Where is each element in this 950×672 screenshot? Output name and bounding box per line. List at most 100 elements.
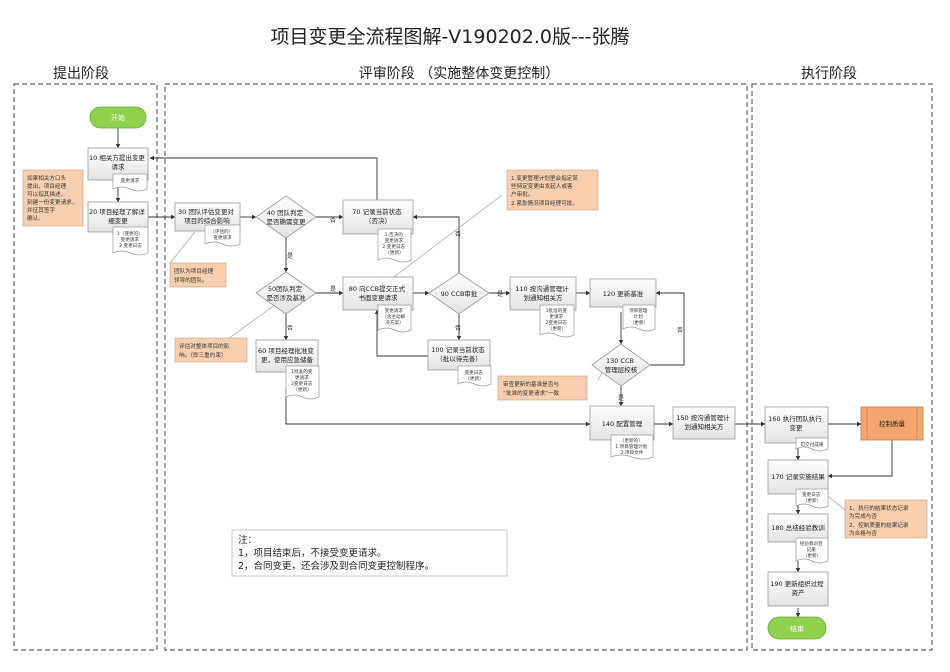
step-110-line-1: 110 按沟通管理计	[515, 284, 569, 293]
svg-text:项目管理 计划 （更新）: 项目管理 计划 （更新）	[629, 307, 649, 326]
step-170-line-1: 170 记录实施结果	[771, 472, 825, 481]
step-190: 190 更新组织过程 资产	[767, 571, 829, 607]
label-yes-40: 是	[287, 253, 293, 260]
note-50-line-2: 响。（即三重约束）	[179, 351, 227, 359]
lane-execute	[751, 83, 933, 651]
label-no-90-up: 否	[455, 231, 461, 238]
doc-80-line-3: 决方案）	[385, 319, 403, 326]
doc-170-line-1: 变更日志	[802, 491, 821, 498]
note-90-line-2: 些特定变更由发起人或客	[511, 182, 573, 190]
step-60-line-1: 60 项目经理批准变	[258, 346, 314, 355]
svg-text:1、执行的结果状态记录 为完成与否: 1、执行的结果状态记录 为完成与否 2、控制质量的结果记录 为合格与否	[849, 504, 910, 537]
note-170-line-1: 1、执行的结果状态记录	[849, 504, 909, 512]
svg-text:变更日志 （更新）: 变更日志 （更新）	[465, 369, 485, 382]
step-10: 10 相关方提出变更 请求	[87, 147, 149, 181]
step-10-line-1: 10 相关方提出变更	[89, 153, 145, 162]
step-150: 150 按沟通管理计 划通知相关方	[672, 406, 736, 440]
svg-text:150 按沟通管理计 划通知相关方: 150 按沟通管理计 划通知相关方	[676, 413, 732, 431]
lane-title-execute: 执行阶段	[801, 66, 857, 82]
doc-80-line-1: 变更请求	[385, 307, 404, 314]
doc-180: 经验教训登 记册 （更新）	[795, 537, 829, 564]
doc-170: 变更日志 （更新）	[795, 488, 829, 509]
svg-text:50团队判定 是否涉及基准: 50团队判定 是否涉及基准	[267, 284, 307, 302]
end-terminal: 结束	[767, 616, 827, 640]
note-130: 审查更新的基准是否与 “批准的变更请求”一致	[497, 375, 588, 401]
doc-80-line-2: （含主动解	[382, 313, 405, 320]
decision-50-line-2: 是否涉及基准	[267, 293, 307, 302]
doc-180-line-2: 记册	[807, 546, 817, 553]
svg-text:1批准的变 更请求 2变更日志: 1批准的变 更请求 2变更日志 （更新）	[291, 368, 314, 393]
step-170: 170 记录实施结果	[767, 459, 829, 495]
step-160-line-1: 160 执行团队执行	[768, 414, 822, 423]
note-30-line-2: 领导的团队。	[174, 276, 208, 284]
label-no-50: 否	[287, 325, 293, 332]
doc-120-line-3: （更新）	[630, 319, 648, 326]
step-100: 100 记录当前状态 （批以待完善）	[427, 339, 491, 371]
doc-60-line-2: 更请求	[295, 374, 309, 381]
note-170-line-3: 2、控制质量的结果记录	[849, 521, 909, 529]
step-100-line-2: （批以待完善）	[436, 354, 482, 363]
note-90-line-3: 户审批。	[511, 190, 533, 198]
doc-30-line-1: （评估的）	[210, 228, 233, 235]
note-50-line-1: 评估对整体项目的影	[179, 342, 230, 350]
doc-110-line-1: 1批准的变	[546, 307, 568, 314]
step-100-line-1: 100 记录当前状态	[431, 345, 485, 354]
decision-130-line-2: 管理层校核	[605, 365, 638, 374]
control-quality-label: 控制质量	[879, 419, 906, 428]
start-label: 开始	[111, 113, 125, 122]
step-30-line-2: 项目的综合影响	[184, 216, 230, 225]
decision-130-line-1: 130 CCB	[606, 357, 634, 365]
step-160: 160 执行团队执行 变更	[764, 406, 829, 444]
step-190-line-2: 资产	[792, 588, 806, 597]
doc-120: 项目管理 计划 （更新）	[622, 304, 656, 332]
diagram-title: 项目变更全流程图解-V190202.0版---张腾	[270, 26, 629, 48]
doc-100-line-1: 变更日志	[465, 369, 484, 376]
svg-text:变更日志 （更新）: 变更日志 （更新）	[802, 491, 822, 504]
svg-text:团队为项目经理 领导的团队。: 团队为项目经理 领导的团队。	[174, 267, 215, 284]
decision-40-line-1: 40 团队判定	[267, 208, 304, 217]
label-yes-50: 是	[330, 286, 336, 293]
lane-review	[164, 83, 748, 651]
doc-20-line-1: 1（变更的）	[117, 230, 143, 237]
note-10-line-2: 提出，项目经理	[27, 182, 67, 190]
svg-text:1.变更管理计划里会指定某 些特定变更由发起人或: 1.变更管理计划里会指定某 些特定变更由发起人或客 户审批。 2.紧急情况项目经…	[511, 174, 580, 207]
lane-propose	[13, 83, 158, 651]
doc-160: 可交付成果	[795, 437, 829, 452]
svg-text:1批准的变 更请求 2变更日志: 1批准的变 更请求 2变更日志 （更新）	[546, 307, 569, 332]
end-label: 结束	[790, 624, 804, 633]
svg-text:审查更新的基准是否与 “批准的变更请求”一致: 审查更新的基准是否与 “批准的变更请求”一致	[503, 380, 561, 397]
label-yes-90: 是	[497, 291, 503, 298]
note-10-line-5: 并征其签字	[27, 206, 55, 214]
step-190-line-1: 190 更新组织过程	[770, 579, 824, 588]
start-terminal: 开始	[89, 106, 147, 129]
doc-70-line-1: 1.否决的	[385, 231, 404, 238]
doc-70: 1.否决的 变更请求 2.变更日志 （更新）	[377, 228, 412, 263]
step-180: 180 总结经验教训	[767, 513, 829, 543]
note-170: 1、执行的结果状态记录 为完成与否 2、控制质量的结果记录 为合格与否	[844, 499, 928, 539]
step-150-line-1: 150 按沟通管理计	[676, 413, 730, 422]
svg-text:20 项目经理了解详 细变更: 20 项目经理了解详 细变更	[89, 207, 147, 225]
svg-text:30 团队评估变更对 项目的综合影响: 30 团队评估变更对 项目的综合影响	[178, 207, 236, 225]
doc-160-line-1: 可交付成果	[801, 441, 824, 448]
svg-text:160 执行团队执行 变更: 160 执行团队执行 变更	[768, 414, 824, 432]
decision-40: 40 团队判定 是否确需变更	[255, 195, 317, 239]
step-70-line-1: 70 记录当前状态	[352, 207, 402, 216]
step-120-line-1: 120 更新基准	[603, 289, 644, 298]
step-80-line-1: 80 向CCB提交正式	[349, 284, 406, 293]
doc-30-line-2: 变更请求	[213, 234, 232, 241]
decision-90: 90 CCB审批	[428, 272, 490, 315]
svg-text:（更新的） 1.项目管理计划 2.项: （更新的） 1.项目管理计划 2.项目文件	[615, 437, 648, 456]
step-120-label: 120 更新基准	[603, 289, 644, 298]
step-20-line-1: 20 项目经理了解详	[89, 207, 145, 216]
step-80-line-2: 书面变更请求	[359, 293, 399, 302]
lane-title-propose: 提出阶段	[53, 66, 109, 82]
doc-140-line-3: 2.项目文件	[621, 449, 644, 456]
step-140: 140 配置管理	[589, 405, 655, 441]
doc-120-line-1: 项目管理	[629, 307, 648, 314]
svg-text:110 按沟通管理计 划通知相关方: 110 按沟通管理计 划通知相关方	[515, 284, 571, 302]
label-no-40: 否	[330, 217, 336, 224]
step-110: 110 按沟通管理计 划通知相关方	[509, 276, 577, 311]
lane-title-review: 评审阶段 （实施整体变更控制）	[359, 66, 559, 82]
step-control-quality: 控制质量	[860, 406, 924, 441]
